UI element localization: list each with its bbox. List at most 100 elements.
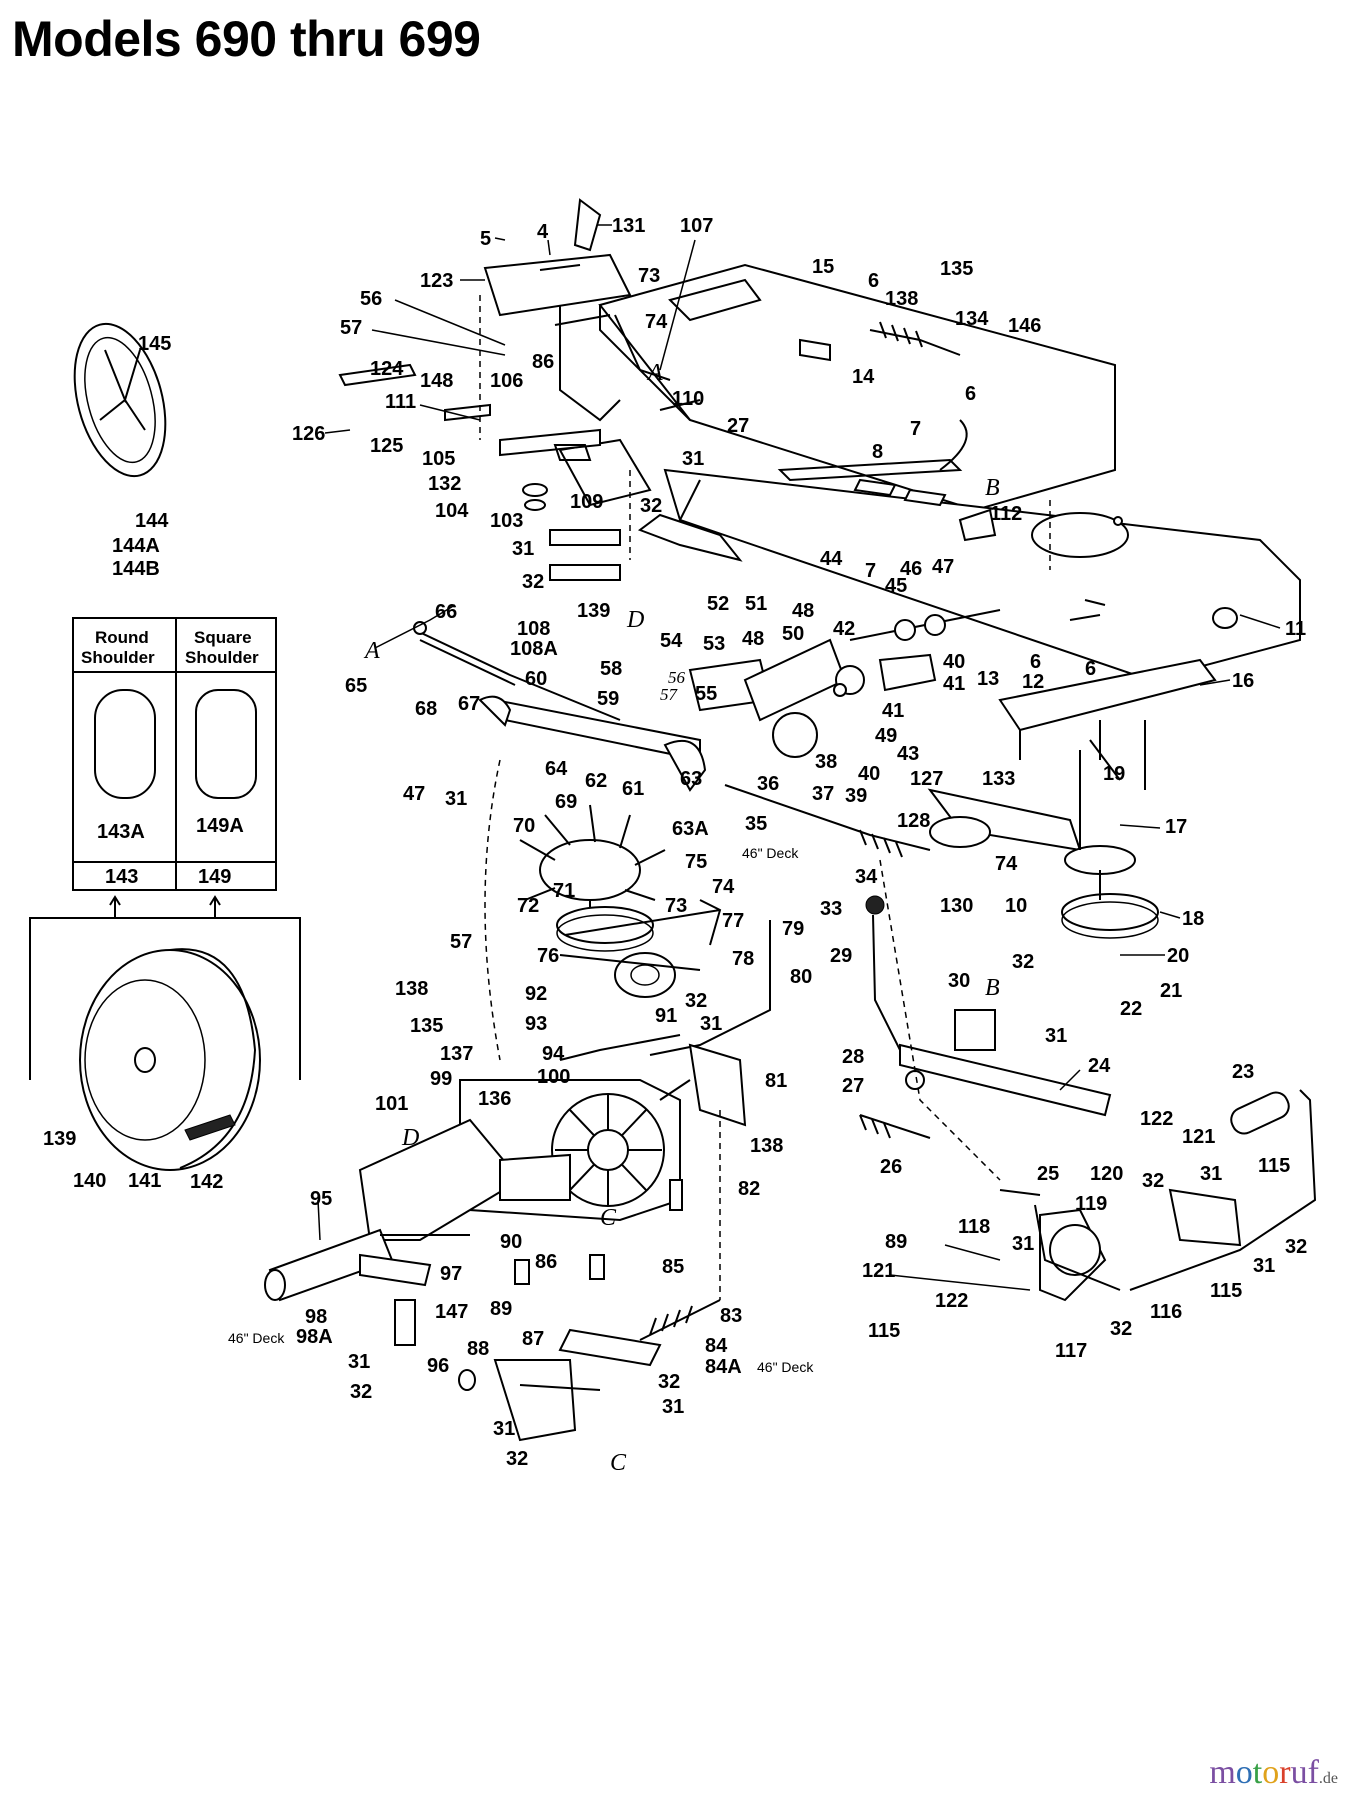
shift-handle-assembly [338,198,1051,581]
callout-93: 93 [525,1013,547,1035]
callout-18: 18 [1182,908,1204,930]
callout-48: 48 [742,628,764,650]
callout-83: 83 [720,1305,742,1327]
callout-143A: 143A [97,821,145,843]
callout-138: 138 [395,978,428,1000]
callout-16: 16 [1232,670,1254,692]
callout-14: 14 [852,366,875,388]
callout-7: 7 [865,560,876,582]
callout-115: 115 [1258,1155,1290,1177]
callout-17: 17 [1165,816,1187,838]
callout-94: 94 [542,1043,565,1065]
callout-148: 148 [420,370,453,392]
callout-107: 107 [680,215,713,237]
tire-arrows [29,895,301,1080]
callout-89: 89 [885,1231,907,1253]
callout-15: 15 [812,256,834,278]
callout-20: 20 [1167,945,1189,967]
callout-84A: 84A [705,1356,742,1378]
callout-25: 25 [1037,1163,1059,1185]
callout-49: 49 [875,725,897,747]
tire-header-square-2: Shoulder [185,648,259,667]
idler-pulley-bracket [927,739,1159,939]
callout-58: 58 [600,658,622,680]
callout-120: 120 [1090,1163,1123,1185]
callout-32: 32 [1012,951,1034,973]
callout-122: 122 [935,1290,968,1312]
callout-31: 31 [1045,1025,1067,1047]
letter-B-1: B [985,475,1000,501]
callout-142: 142 [190,1171,223,1193]
callout-127: 127 [910,768,943,790]
callout-91: 91 [655,1005,677,1027]
callout-89: 89 [490,1298,512,1320]
callout-73: 73 [665,895,687,917]
letter-C-2: C [610,1450,627,1476]
callout-128: 128 [897,810,930,832]
callout-11: 11 [1285,618,1306,640]
callout-133: 133 [982,768,1015,790]
callout-135: 135 [940,258,973,280]
callout-146: 146 [1008,315,1041,337]
callout-30: 30 [948,970,970,992]
callout-86: 86 [535,1251,557,1273]
callout-132: 132 [428,473,461,495]
callout-134: 134 [955,308,989,330]
callout-103: 103 [490,510,523,532]
callout-63: 63 [680,768,702,790]
callout-48: 48 [792,600,814,622]
callout-149: 149 [198,866,231,888]
callout-106: 106 [490,370,523,392]
brand-logo: motoruf.de [1209,1754,1338,1791]
callout-100: 100 [537,1066,570,1088]
callout-55: 55 [695,683,717,705]
callout-31: 31 [1012,1233,1034,1255]
callout-121: 121 [1182,1126,1215,1148]
callout-143: 143 [105,866,138,888]
callout-34: 34 [855,866,878,888]
shift-bracket [478,638,865,792]
callout-31: 31 [700,1013,722,1035]
callout-96: 96 [427,1355,449,1377]
callout-24: 24 [1088,1055,1111,1077]
callout-88: 88 [467,1338,489,1360]
callout-149A: 149A [196,815,244,837]
callout-31: 31 [662,1396,684,1418]
callout-54: 54 [660,630,683,652]
callout-119: 119 [1075,1193,1107,1215]
callout-labels: 5 4 131 107 123 73 56 74 57 86 124 148 1… [43,215,1307,1476]
callout-108: 108 [517,618,550,640]
callout-31: 31 [348,1351,370,1373]
callout-124: 124 [370,358,404,380]
control-rod [413,621,621,721]
callout-105: 105 [422,448,455,470]
callout-33: 33 [820,898,842,920]
callout-31: 31 [445,788,467,810]
callout-66: 66 [435,601,457,623]
callout-32: 32 [1285,1236,1307,1258]
shift-rod-bracket [559,920,771,1127]
page-title: Models 690 thru 699 [12,11,481,67]
callout-80: 80 [790,966,812,988]
callout-41: 41 [882,700,904,722]
callout-144B: 144B [112,558,160,580]
callout-138: 138 [750,1135,783,1157]
letter-A-2: A [363,638,380,664]
callout-92: 92 [525,983,547,1005]
callout-38: 38 [815,751,837,773]
callout-7: 7 [910,418,921,440]
letter-D-2: D [401,1125,419,1151]
callout-64: 64 [545,758,568,780]
letter-A-1: A [646,360,663,386]
callout-32: 32 [1142,1170,1164,1192]
callout-135: 135 [410,1015,443,1037]
callout-13: 13 [977,668,999,690]
callout-62: 62 [585,770,607,792]
deck-note-84A: 46" Deck [757,1359,814,1375]
callout-115: 115 [868,1320,900,1342]
callout-86: 86 [532,351,554,373]
callout-72: 72 [517,895,539,917]
callout-71: 71 [553,880,575,902]
callout-50: 50 [782,623,804,645]
